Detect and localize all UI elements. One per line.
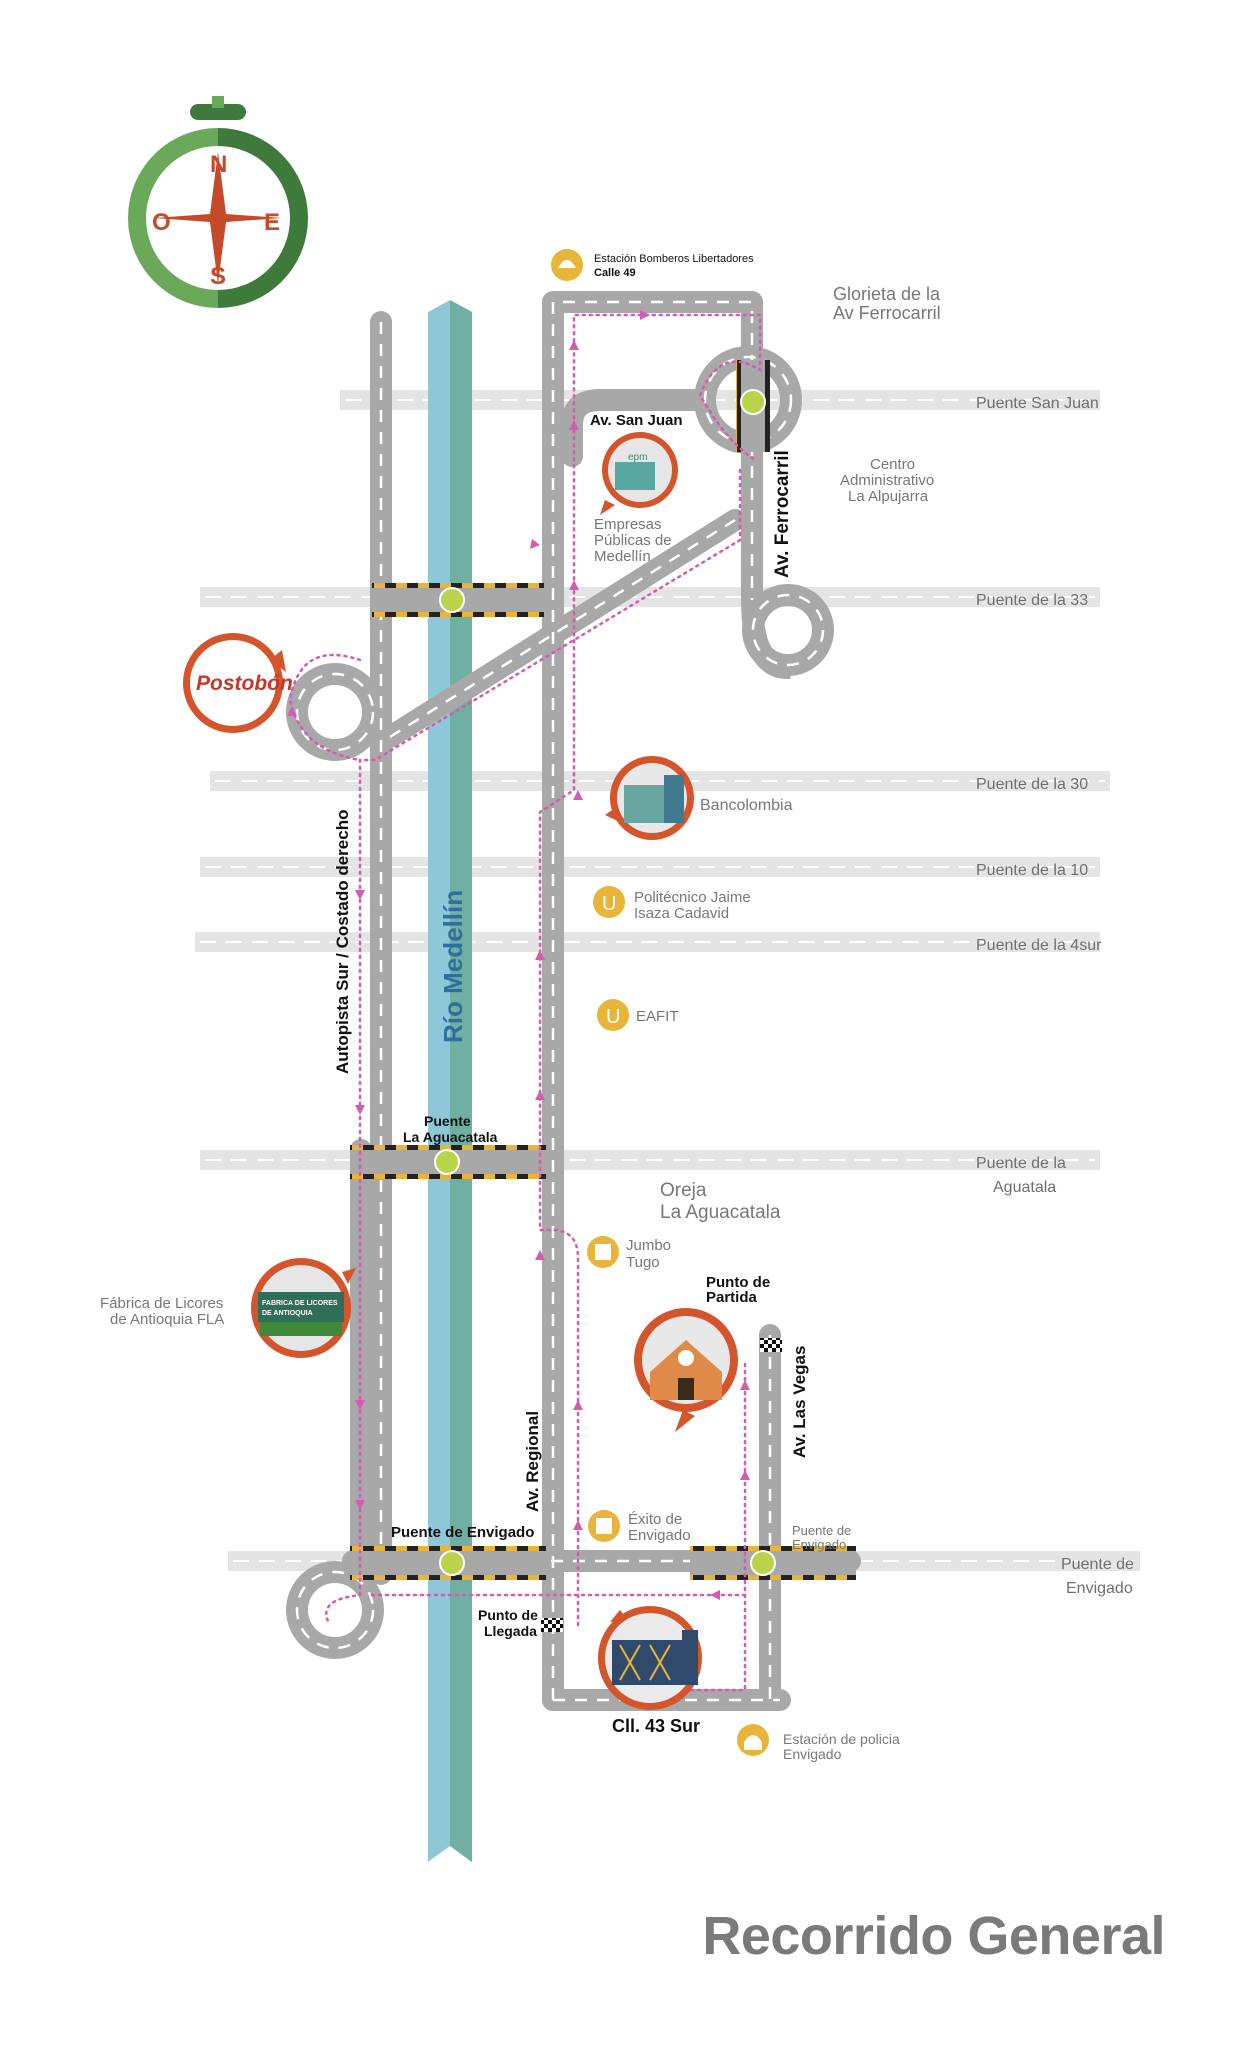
label-puente-10: Puente de la 10 — [976, 862, 1088, 879]
label-exito-l1: Éxito de — [628, 1511, 682, 1528]
label-puente-envigado-l1: Puente de — [1061, 1556, 1134, 1573]
landmark-partida — [634, 1308, 738, 1432]
label-puente-33: Puente de la 33 — [976, 592, 1088, 609]
label-bancolombia: Bancolombia — [700, 797, 793, 814]
label-epm-l3: Medellín — [594, 548, 651, 565]
label-exito-l2: Envigado — [628, 1527, 691, 1544]
label-puente-aguacatala-l2: Aguatala — [993, 1179, 1056, 1196]
start-flag — [760, 1338, 782, 1352]
label-centro-l1: Centro — [870, 456, 915, 473]
label-bomberos-l2: Calle 49 — [594, 267, 636, 279]
landmark-bancolombia — [605, 756, 694, 840]
epm-logo: epm — [628, 452, 647, 463]
label-rio-medellin: Río Medellín — [438, 890, 468, 1043]
label-policia-l2: Envigado — [783, 1746, 842, 1762]
label-epm-l2: Públicas de — [594, 532, 672, 549]
label-cll-43-sur: Cll. 43 Sur — [612, 1716, 700, 1736]
label-puente-aguacatala-l1: Puente — [424, 1113, 471, 1129]
label-oreja-l1: Oreja — [660, 1180, 707, 1201]
compass: N S E O — [128, 96, 308, 308]
label-puente-san-juan: Puente San Juan — [976, 395, 1099, 412]
label-epm-l1: Empresas — [594, 516, 662, 533]
u-icon-eafit: U — [606, 1006, 620, 1028]
label-llegada-l1: Punto de — [478, 1607, 538, 1623]
label-partida-l1: Punto de — [706, 1274, 770, 1291]
compass-s: S — [210, 263, 226, 290]
label-partida-l2: Partida — [706, 1289, 758, 1306]
label-av-regional: Av. Regional — [523, 1411, 542, 1512]
label-av-san-juan: Av. San Juan — [590, 412, 683, 429]
landmark-epm: epm — [600, 432, 678, 515]
river — [428, 300, 472, 1862]
label-fla-l1: Fábrica de Licores — [100, 1295, 223, 1312]
label-glorieta-l1: Glorieta de la — [833, 284, 941, 304]
label-centro-l3: La Alpujarra — [848, 488, 929, 505]
label-av-ferrocarril: Av. Ferrocarril — [772, 450, 793, 578]
fla-sign-line2: DE ANTIOQUIA — [262, 1310, 313, 1317]
label-centro-l2: Administrativo — [840, 472, 934, 489]
label-poli-l2: Isaza Cadavid — [634, 905, 729, 922]
fla-sign-line1: FABRICA DE LICORES — [262, 1300, 338, 1307]
label-glorieta-l2: Av Ferrocarril — [833, 303, 941, 323]
landmark-envigado — [598, 1606, 702, 1710]
label-eafit: EAFIT — [636, 1008, 679, 1025]
label-av-las-vegas: Av. Las Vegas — [790, 1346, 809, 1458]
label-puente-envigado: Puente de Envigado — [391, 1524, 534, 1541]
label-oreja-l2: La Aguacatala — [660, 1202, 781, 1223]
label-policia-l1: Estación de policia — [783, 1731, 900, 1747]
compass-e: E — [264, 209, 280, 236]
landmark-postobon: Postobón — [183, 633, 293, 733]
page-title: Recorrido General — [702, 1906, 1165, 1966]
label-puente-aguacatala-l1: Puente de la — [976, 1155, 1066, 1172]
label-poli-l1: Politécnico Jaime — [634, 889, 751, 906]
label-puente-4sur: Puente de la 4sur — [976, 937, 1102, 954]
finish-flag — [541, 1618, 563, 1632]
postobon-logo: Postobón — [196, 672, 293, 695]
label-jumbo-l1: Jumbo — [626, 1237, 671, 1254]
bridge-markers — [434, 389, 776, 1576]
label-puente-envigado-small-l1: Puente de — [792, 1523, 851, 1538]
label-autopista-sur: Autopista Sur / Costado derecho — [333, 810, 352, 1074]
landmark-fla: FABRICA DE LICORES DE ANTIOQUIA — [251, 1258, 356, 1358]
label-bomberos-l1: Estación Bomberos Libertadores — [594, 253, 754, 265]
poi-icons: U U — [551, 249, 769, 1756]
compass-o: O — [152, 209, 171, 236]
label-puente-envigado-small-l2: Envigado — [792, 1537, 846, 1552]
label-puente-30: Puente de la 30 — [976, 776, 1088, 793]
label-fla-l2: de Antioquia FLA — [110, 1311, 224, 1328]
u-icon-poli: U — [602, 893, 616, 915]
label-puente-aguacatala-l2: La Aguacatala — [403, 1129, 498, 1145]
label-jumbo-l2: Tugo — [626, 1254, 660, 1271]
label-puente-envigado-l2: Envigado — [1066, 1580, 1133, 1597]
compass-n: N — [210, 151, 227, 178]
label-llegada-l2: Llegada — [484, 1623, 537, 1639]
